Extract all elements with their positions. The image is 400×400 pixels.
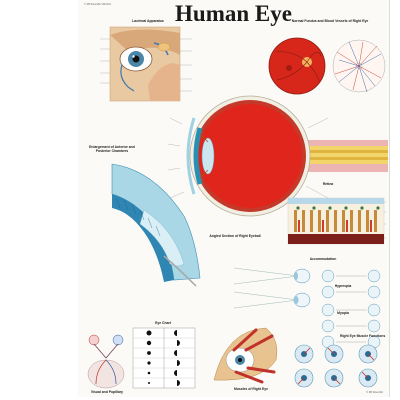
panel-title-fundus: Normal Fundus and Blood Vessels of Right… [291, 19, 369, 23]
panel-title-muscles-right-eye: Muscles of Right Eye [233, 387, 269, 391]
panel-title-muscle-functions: Right Eye Muscle Functions [340, 334, 386, 338]
panel-title-hyperopia: Hyperopia [334, 284, 352, 288]
fundus-illustration [268, 37, 386, 95]
panel-title-myopia: Myopia [337, 311, 349, 315]
eyeball-cross-section [167, 95, 388, 217]
poster-title: Human Eye [175, 1, 292, 26]
accommodation-diagrams [233, 267, 311, 309]
panel-title-eye-chart: Eye Chart [155, 321, 171, 325]
panel-title-angled-section: Angled Section of Right Eyeball [209, 234, 261, 238]
panel-title-lacrimal: Lacrimal Apparatus [132, 19, 164, 23]
panel-title-retina: Retina [322, 182, 334, 186]
panel-title-anterior-chamber: Enlargement of Anterior and Posterior Ch… [89, 145, 135, 153]
eye-muscle-function-diagrams [294, 344, 378, 388]
catalog-number: © 3B Scientific VR1231 [84, 3, 111, 6]
anterior-chamber-illustration [111, 163, 201, 287]
copyright-note: © 3B Scientific [366, 391, 383, 394]
eye-anatomy-poster: © 3B Scientific VR1231 Human Eye Lacrima… [78, 0, 390, 397]
lacrimal-apparatus-illustration [100, 26, 192, 102]
panel-title-visual-pathway: Visual and Pupillary [90, 390, 124, 394]
eye-chart-table [132, 327, 196, 389]
muscles-of-right-eye-illustration [213, 327, 278, 384]
visual-pathway-illustration [87, 334, 125, 389]
panel-title-accommodation: Accommodation [309, 257, 337, 261]
retina-layers-illustration [287, 197, 386, 245]
